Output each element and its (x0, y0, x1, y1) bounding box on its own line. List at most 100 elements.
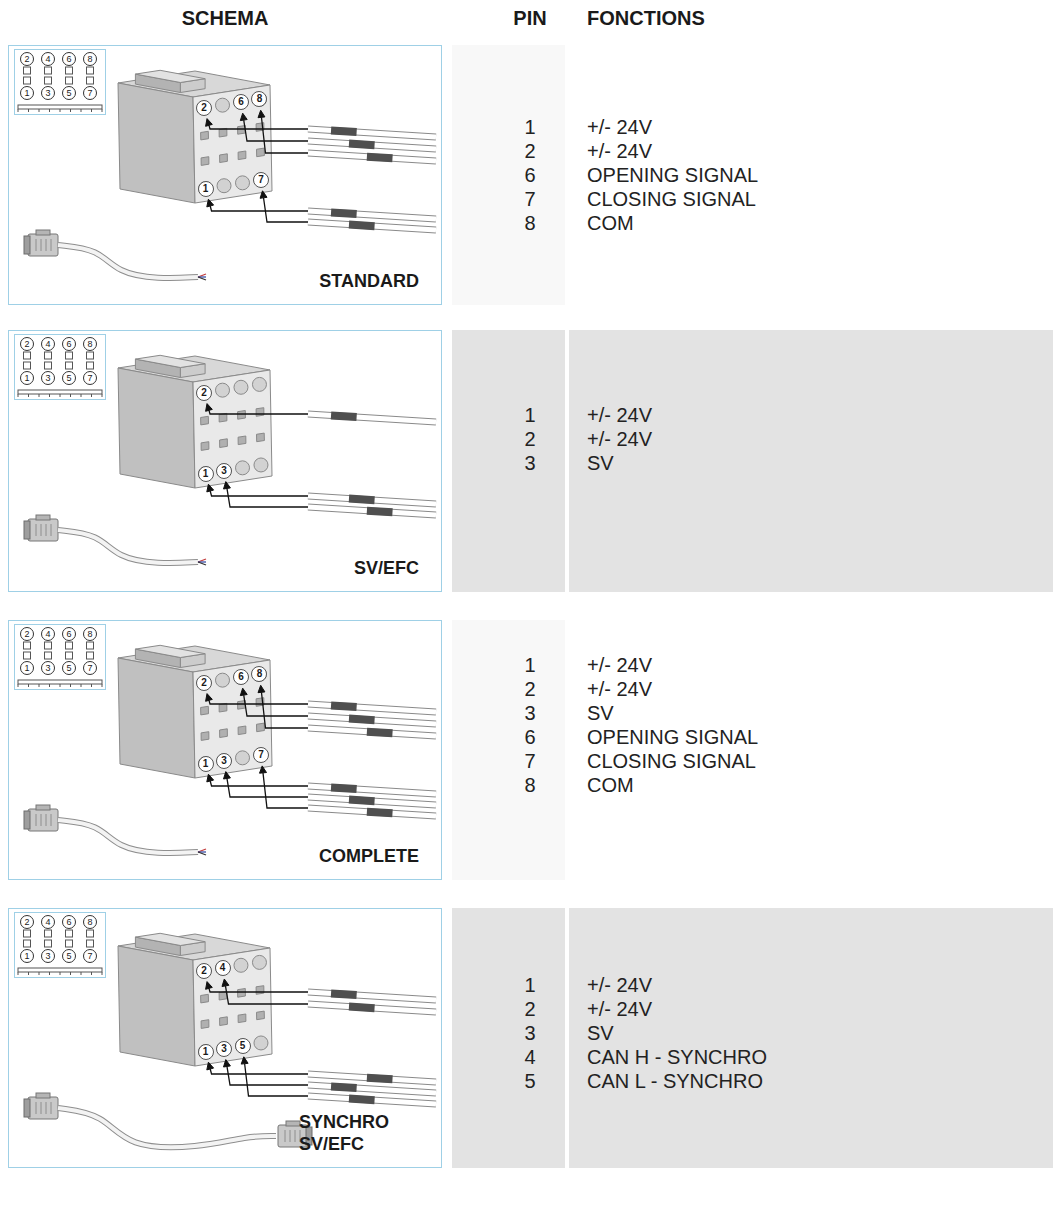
pin-map-square (45, 67, 52, 74)
column-header: SCHEMA (125, 6, 325, 30)
pin-map-square (66, 930, 73, 937)
pin-map-tooth (49, 972, 50, 975)
panel-label-holder: SV/EFC (354, 557, 419, 579)
wire-sleeve (349, 1099, 375, 1101)
pin-map-square (87, 67, 94, 74)
cable-core (198, 277, 206, 280)
square-cavity (256, 986, 264, 995)
wire (308, 992, 436, 1000)
leader-line (227, 778, 308, 797)
pin-number: 5 (62, 661, 76, 675)
pin-map-number-holder: 3 (41, 949, 55, 963)
arrowhead (206, 119, 213, 127)
wire (308, 222, 436, 230)
pin-cavity (236, 751, 250, 765)
wire-sleeve (367, 157, 393, 159)
pin-map-number-holder: 7 (83, 86, 97, 100)
pin-map-number-holder: 7 (83, 371, 97, 385)
cable-plug (24, 230, 58, 256)
wire-outline (308, 797, 436, 805)
variant-label: SV/EFC (354, 557, 419, 579)
pin-map-square (87, 77, 94, 84)
table-cell: +/- 24V (587, 427, 652, 451)
wire-sleeve (331, 130, 357, 132)
plug-rib (41, 1102, 42, 1114)
table-cell: +/- 24V (587, 115, 652, 139)
wire (308, 507, 436, 515)
face-pin-holder: 1 (198, 181, 214, 197)
pin-map-tooth (91, 684, 92, 687)
pin-map-square (87, 362, 94, 369)
pin-map-tooth (28, 109, 29, 112)
pin-number: 8 (251, 91, 267, 107)
cable-outline (58, 245, 198, 278)
face-pin-holder: 3 (216, 1041, 232, 1057)
wire-sleeve (331, 1086, 357, 1088)
wire-sleeve (367, 1078, 393, 1080)
wire-outline (308, 153, 436, 161)
pin-map-number-holder: 4 (41, 627, 55, 641)
pin-map: 24681357 (14, 912, 106, 978)
plug-rib (46, 1102, 47, 1114)
face-pin-holder: 4 (215, 960, 231, 976)
leader-line (210, 781, 308, 786)
table-cell: CLOSING SIGNAL (587, 187, 756, 211)
label-holder: SV (587, 701, 614, 725)
pin-map-tooth (91, 109, 92, 112)
wire-sleeve (331, 993, 357, 995)
pin-cavity (236, 176, 250, 190)
connector-face (193, 948, 272, 1066)
label-holder: +/- 24V (587, 997, 652, 1021)
pin-cavity (216, 98, 230, 112)
pin-number: 3 (41, 86, 55, 100)
pin-number: 5 (62, 371, 76, 385)
connector-side (118, 83, 195, 203)
panel-label-holder: COMPLETE (319, 845, 419, 867)
square-cavity (201, 732, 209, 741)
table-cell: +/- 24V (587, 403, 652, 427)
pin-map-square (45, 362, 52, 369)
pin-map-tooth (102, 972, 103, 975)
pin-map-number-holder: 1 (20, 661, 34, 675)
schema-panel: COMPLETE 24681357 (8, 620, 442, 880)
wire (308, 141, 436, 149)
pin-number: 4 (41, 915, 55, 929)
wire-sleeve (331, 212, 357, 214)
pin-map-number-holder: 5 (62, 86, 76, 100)
pin-map-tooth (81, 684, 82, 687)
arrowhead (206, 404, 213, 412)
panel-label-holder: STANDARD (319, 270, 419, 292)
pin-number: 8 (83, 52, 97, 66)
pin-map-tooth (39, 684, 40, 687)
pin-map-tooth (18, 972, 19, 975)
table-cell-tint (452, 620, 565, 880)
arrowhead (222, 979, 229, 987)
table-cell: +/- 24V (587, 653, 652, 677)
arrowhead (258, 110, 265, 117)
plug-body (28, 519, 58, 541)
face-pin-holder: 8 (251, 91, 267, 107)
panel-label-holder: SYNCHRO SV/EFC (299, 1111, 419, 1155)
wire-sleeve (349, 719, 375, 721)
pin-map-square (87, 352, 94, 359)
pin-map-tooth (70, 394, 71, 397)
label-holder: COM (587, 773, 634, 797)
leader-line (244, 695, 308, 716)
plug-body (28, 809, 58, 831)
pin-map-number-holder: 5 (62, 371, 76, 385)
pin-map-comb (18, 105, 102, 109)
plug-front (24, 811, 30, 829)
pin-number: 8 (83, 337, 97, 351)
pin-number: 5 (62, 86, 76, 100)
wire (308, 153, 436, 161)
label-holder: +/- 24V (587, 427, 652, 451)
pin-map-number-holder: 3 (41, 371, 55, 385)
wire-outline (308, 1096, 436, 1104)
arrowhead (224, 1060, 231, 1067)
pin-map: 24681357 (14, 624, 106, 690)
column-header: FONCTIONS (587, 6, 705, 30)
label-holder: +/- 24V (587, 973, 652, 997)
pin-number: 3 (41, 949, 55, 963)
schema-panel: SV/EFC24681357 (8, 330, 442, 592)
pin-map-comb (18, 680, 102, 684)
